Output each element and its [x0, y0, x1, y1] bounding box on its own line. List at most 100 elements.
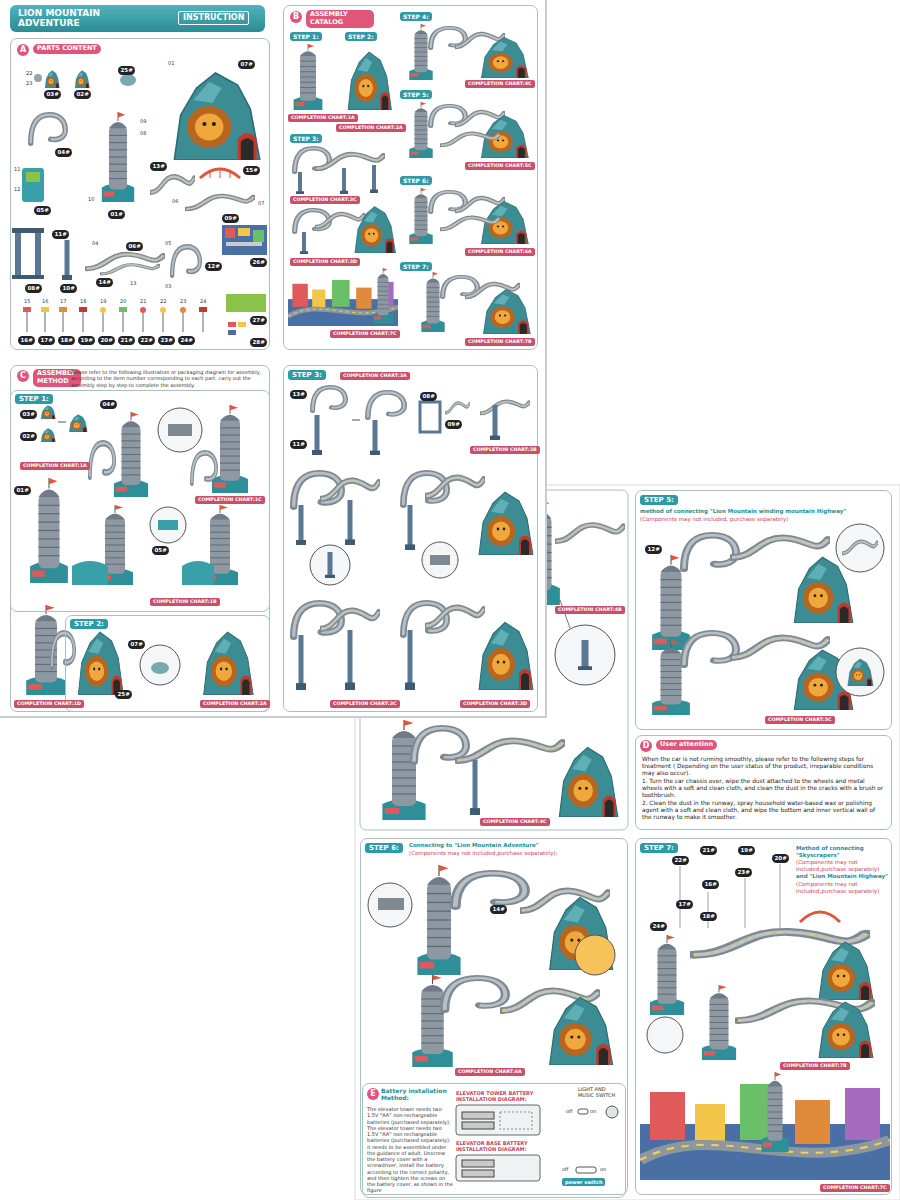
part-number: 21: [140, 298, 146, 304]
callout-number: 16#: [702, 880, 719, 889]
part-number: 11: [14, 166, 20, 172]
callout-number: 27#: [250, 316, 267, 325]
part-number: 16: [42, 298, 48, 304]
panel-text: 2. Clean the dust in the runway, spray h…: [642, 800, 886, 821]
part-number: 13: [130, 280, 136, 286]
step-tag: STEP 3:: [290, 134, 322, 143]
callout-number: 14#: [490, 905, 507, 914]
panel-text: Connecting to "Lion Mountain Adventure": [409, 842, 619, 849]
header-tag: INSTRUCTION: [178, 11, 249, 25]
part-number: 01: [168, 60, 174, 66]
panel: STEP 2:: [65, 615, 270, 712]
panel: STEP 5: method of connecting "Lion Mounta…: [635, 490, 892, 730]
callout-number: 22#: [672, 856, 689, 865]
callout-number: 07#: [238, 60, 255, 69]
completion-badge: COMPLETION CHART:4C: [480, 818, 550, 826]
step-tag: STEP 6:: [400, 176, 432, 185]
callout-number: 22#: [138, 336, 155, 345]
callout-number: 16#: [18, 336, 35, 345]
panel-text: and "Lion Mountain Highway": [796, 873, 888, 880]
callout-number: 10#: [60, 284, 77, 293]
completion-badge: COMPLETION CHART:7B: [780, 1062, 850, 1070]
callout-number: 01#: [108, 210, 125, 219]
panel-text: Method of connecting "Skyscrapers": [796, 845, 888, 858]
callout-number: 24#: [178, 336, 195, 345]
callout-number: 15#: [243, 166, 260, 175]
diagram-caption: ELEVATOR BASE BATTERY INSTALLATION DIAGR…: [456, 1140, 556, 1152]
panel-text: (Components may not included,purchase se…: [409, 850, 619, 857]
callout-number: 23#: [735, 868, 752, 877]
panel-text: STEP 3:: [288, 370, 326, 380]
part-number: 23: [26, 80, 32, 86]
part-number: 10: [88, 196, 94, 202]
panel: STEP 7: Method of connecting "Skyscrapers…: [635, 838, 892, 1195]
callout-number: 14#: [96, 278, 113, 287]
part-number: 18: [80, 298, 86, 304]
panel-text: 1. Turn the car chassis over, wipe the d…: [642, 778, 886, 799]
part-number: 22: [26, 70, 32, 76]
completion-badge: COMPLETION CHART:7C: [330, 330, 400, 338]
callout-number: 09#: [222, 214, 239, 223]
callout-number: 08#: [420, 392, 437, 401]
part-number: 03: [165, 283, 171, 289]
panel-text: method of connecting "Lion Mountain wind…: [640, 508, 880, 515]
panel-text: D: [640, 740, 652, 752]
callout-number: 26#: [250, 258, 267, 267]
panel-text: C: [17, 370, 29, 382]
step-tag: STEP 4:: [400, 12, 432, 21]
panel-text: (Components may not included, purchase s…: [640, 516, 880, 523]
callout-number: 04#: [100, 400, 117, 409]
callout-number: 13#: [290, 390, 307, 399]
part-number: 24: [200, 298, 206, 304]
panel-text: Battery installation Method:: [381, 1087, 451, 1101]
panel: CASSEMBLY METHODPlease refer to the foll…: [10, 365, 270, 712]
completion-badge: COMPLETION CHART:3A: [340, 372, 410, 380]
panel-text: STEP 5:: [640, 495, 678, 505]
callout-number: 04#: [55, 148, 72, 157]
completion-badge: COMPLETION CHART:7C: [820, 1184, 890, 1192]
completion-badge: COMPLETION CHART:2A: [336, 124, 406, 132]
panel-text: User attention: [656, 740, 717, 750]
callout-number: 13#: [150, 162, 167, 171]
completion-badge: COMPLETION CHART:7B: [465, 338, 535, 346]
completion-badge: COMPLETION CHART:1A: [20, 462, 90, 470]
part-number: 04: [92, 240, 98, 246]
panel-text: ASSEMBLY CATALOG: [306, 10, 374, 28]
part-number: on: [600, 1166, 606, 1172]
part-number: 20: [120, 298, 126, 304]
part-number: 09: [140, 118, 146, 124]
callout-number: 19#: [738, 846, 755, 855]
callout-number: 09#: [445, 420, 462, 429]
part-number: 19: [100, 298, 106, 304]
panel-text: STEP 7:: [640, 843, 678, 853]
part-number: 05: [165, 240, 171, 246]
panel-text: STEP 1:: [15, 394, 53, 404]
callout-number: 11#: [290, 440, 307, 449]
part-number: 12: [14, 186, 20, 192]
completion-badge: COMPLETION CHART:6A: [455, 1068, 525, 1076]
callout-number: 12#: [205, 262, 222, 271]
part-number: LIGHT AND MUSIC SWITCH: [578, 1086, 622, 1098]
callout-number: 28#: [250, 338, 267, 347]
callout-number: 08#: [25, 284, 42, 293]
callout-number: 01#: [14, 486, 31, 495]
step-tag: STEP 7:: [400, 262, 432, 271]
callout-number: 19#: [78, 336, 95, 345]
panel-text: E: [367, 1088, 379, 1100]
callout-number: 18#: [58, 336, 75, 345]
callout-number: 18#: [700, 912, 717, 921]
callout-number: 05#: [34, 206, 51, 215]
completion-badge: COMPLETION CHART:6A: [465, 248, 535, 256]
completion-badge: COMPLETION CHART:3C: [330, 700, 400, 708]
panel-text: A: [17, 44, 29, 56]
callout-number: 12#: [645, 545, 662, 554]
callout-number: 06#: [126, 242, 143, 251]
panel-text: (Components may not included,purchase se…: [796, 881, 888, 894]
panel-text: PARTS CONTENT: [33, 44, 101, 54]
part-number: off: [562, 1166, 569, 1172]
panel-text: B: [290, 11, 302, 23]
step-tag: STEP 5:: [400, 90, 432, 99]
